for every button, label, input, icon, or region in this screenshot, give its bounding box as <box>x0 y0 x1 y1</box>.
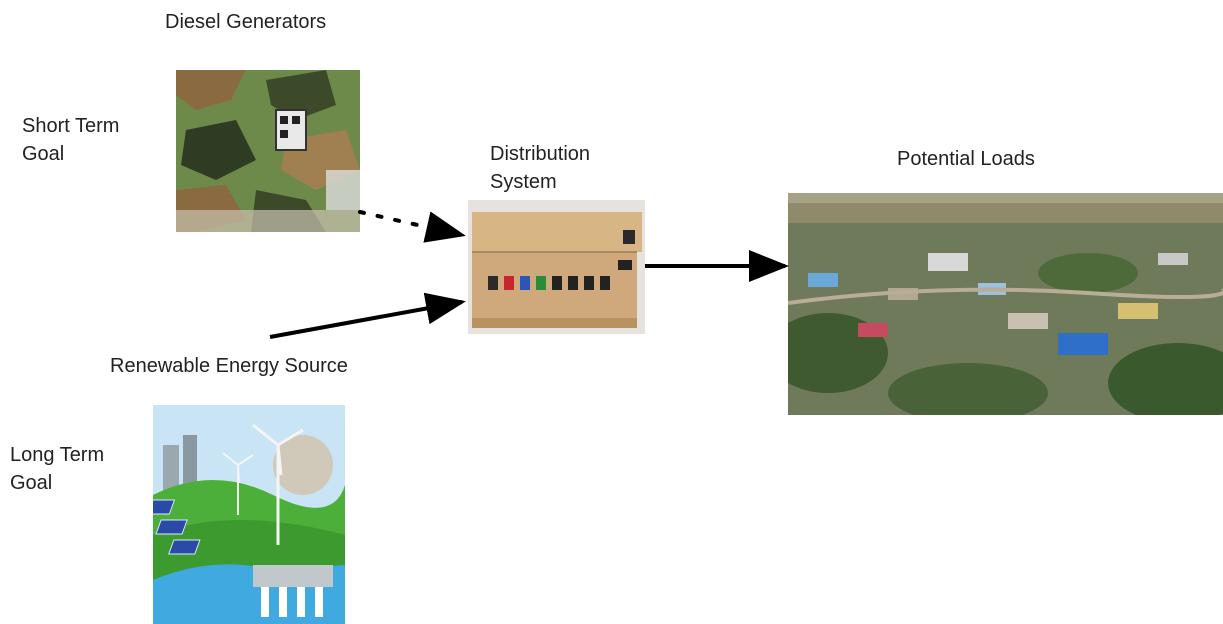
village-aerial-image <box>788 193 1223 415</box>
distribution-system-label: Distribution System <box>490 143 591 193</box>
dotted-arrow-diesel-to-distribution <box>358 210 466 243</box>
renewable-energy-source-label: Renewable Energy Source <box>110 355 348 377</box>
diesel-generators-label: Diesel Generators <box>165 11 327 33</box>
distribution-box-image <box>468 200 645 334</box>
potential-loads-label: Potential Loads <box>897 148 1035 170</box>
long-term-goal-label: Long Term Goal <box>10 444 105 494</box>
short-term-goal-label: Short Term Goal <box>22 115 120 165</box>
renewable-energy-image <box>153 405 345 624</box>
arrow-renewable-to-distribution <box>269 292 466 339</box>
diesel-generator-image <box>176 70 360 232</box>
